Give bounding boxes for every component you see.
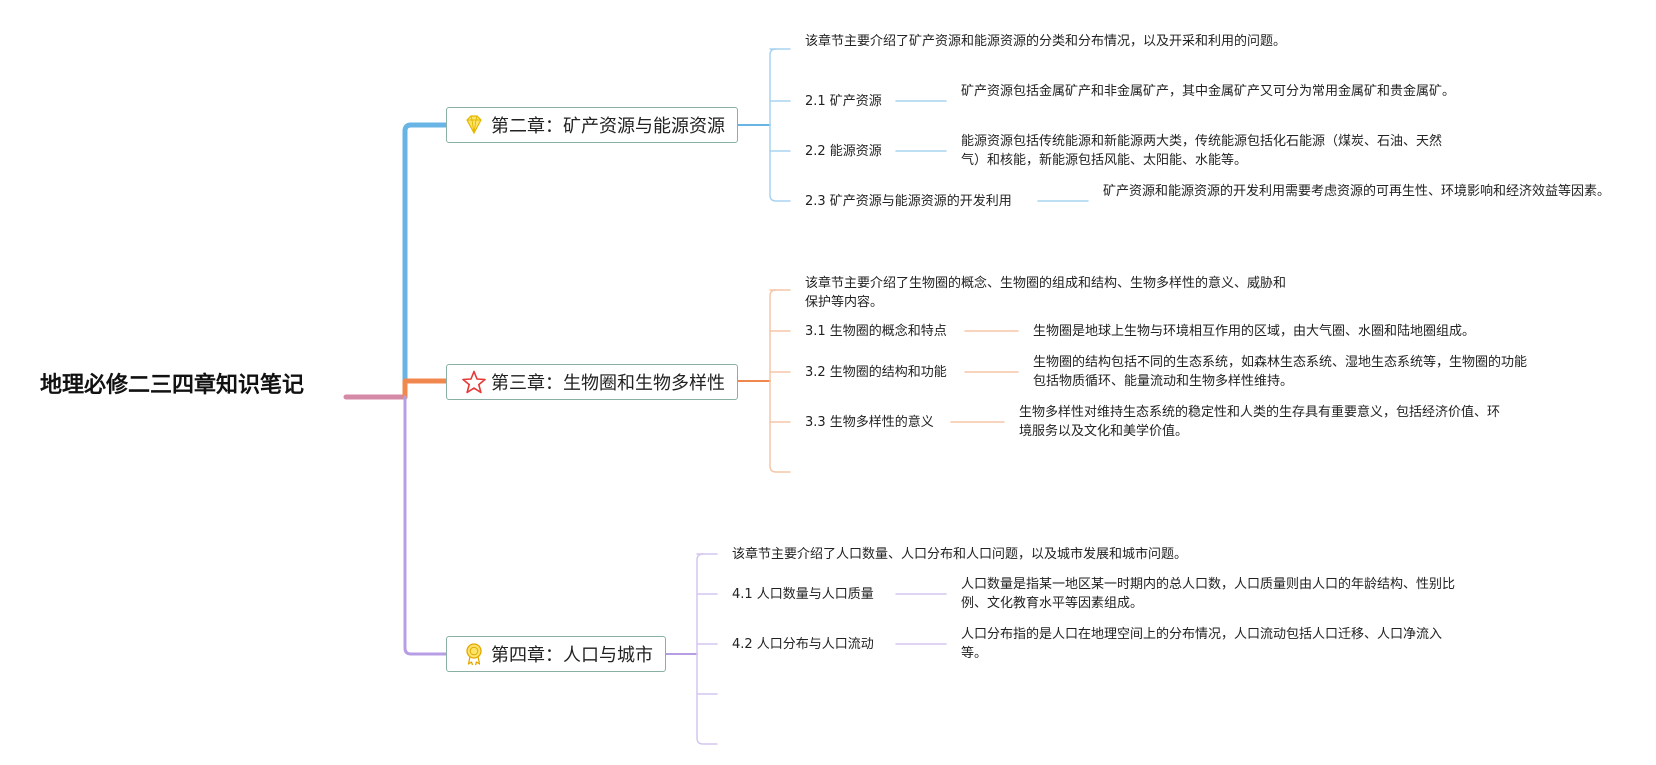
topic-3-1-text: 生物圈是地球上生物与环境相互作用的区域，由大气圈、水圈和陆地圈组成。	[1033, 324, 1476, 339]
chapter-2-branch	[402, 122, 449, 400]
chapter-2-summary: 该章节主要介绍了矿产资源和能源资源的分类和分布情况，以及开采和利用的问题。	[805, 34, 1287, 49]
topic-3-2-text: 生物圈的结构包括不同的生态系统，如森林生态系统、湿地生态系统等，生物圈的功能包括…	[1033, 355, 1528, 389]
topic-4-1-text: 人口数量是指某一地区某一时期内的总人口数，人口质量则由人口的年龄结构、性别比例、…	[961, 577, 1456, 611]
chapter-3-summary: 该章节主要介绍了生物圈的概念、生物圈的组成和结构、生物多样性的意义、威胁和保护等…	[805, 276, 1287, 310]
topic-3-3-label[interactable]: 3.3 生物多样性的意义	[805, 415, 934, 430]
chapter-4-summary: 该章节主要介绍了人口数量、人口分布和人口问题，以及城市发展和城市问题。	[732, 547, 1188, 562]
topic-2-2-label[interactable]: 2.2 能源资源	[805, 144, 882, 159]
chapter-3-node[interactable]: 第三章：生物圈和生物多样性	[446, 364, 738, 400]
chapter-2-rail	[769, 48, 791, 202]
topic-3-2-label[interactable]: 3.2 生物圈的结构和功能	[805, 365, 947, 380]
topic-4-2-text: 人口分布指的是人口在地理空间上的分布情况，人口流动包括人口迁移、人口净流入等。	[961, 627, 1443, 661]
topic-2-3-text: 矿产资源和能源资源的开发利用需要考虑资源的可再生性、环境影响和经济效益等因素。	[1103, 184, 1611, 199]
topic-2-2-text: 能源资源包括传统能源和新能源两大类，传统能源包括化石能源（煤炭、石油、天然气）和…	[961, 134, 1443, 168]
topic-4-1-label[interactable]: 4.1 人口数量与人口质量	[732, 587, 874, 602]
topic-3-3-text: 生物多样性对维持生态系统的稳定性和人类的生存具有重要意义，包括经济价值、环境服务…	[1019, 405, 1501, 439]
root-topic[interactable]: 地理必修二三四章知识笔记	[40, 373, 305, 398]
award-icon	[461, 641, 487, 667]
topic-2-1-label[interactable]: 2.1 矿产资源	[805, 94, 882, 109]
chapter-3-rail	[769, 289, 791, 473]
chapter-4-node[interactable]: 第四章：人口与城市	[446, 636, 666, 672]
chapter-4-rail	[696, 553, 718, 745]
topic-4-2-label[interactable]: 4.2 人口分布与人口流动	[732, 637, 874, 652]
topic-2-3-label[interactable]: 2.3 矿产资源与能源资源的开发利用	[805, 194, 1012, 209]
chapter-4-title: 第四章：人口与城市	[491, 645, 653, 666]
chapter-3-branch	[402, 378, 449, 400]
gem-icon	[461, 112, 487, 138]
topic-2-1-text: 矿产资源包括金属矿产和非金属矿产，其中金属矿产又可分为常用金属矿和贵金属矿。	[961, 84, 1456, 99]
chapter-3-title: 第三章：生物圈和生物多样性	[491, 373, 725, 394]
topic-3-1-label[interactable]: 3.1 生物圈的概念和特点	[805, 324, 947, 339]
chapter-2-title: 第二章：矿产资源与能源资源	[491, 116, 725, 137]
star-icon	[461, 369, 487, 395]
chapter-2-node[interactable]: 第二章：矿产资源与能源资源	[446, 107, 738, 143]
chapter-4-branch	[403, 395, 448, 656]
